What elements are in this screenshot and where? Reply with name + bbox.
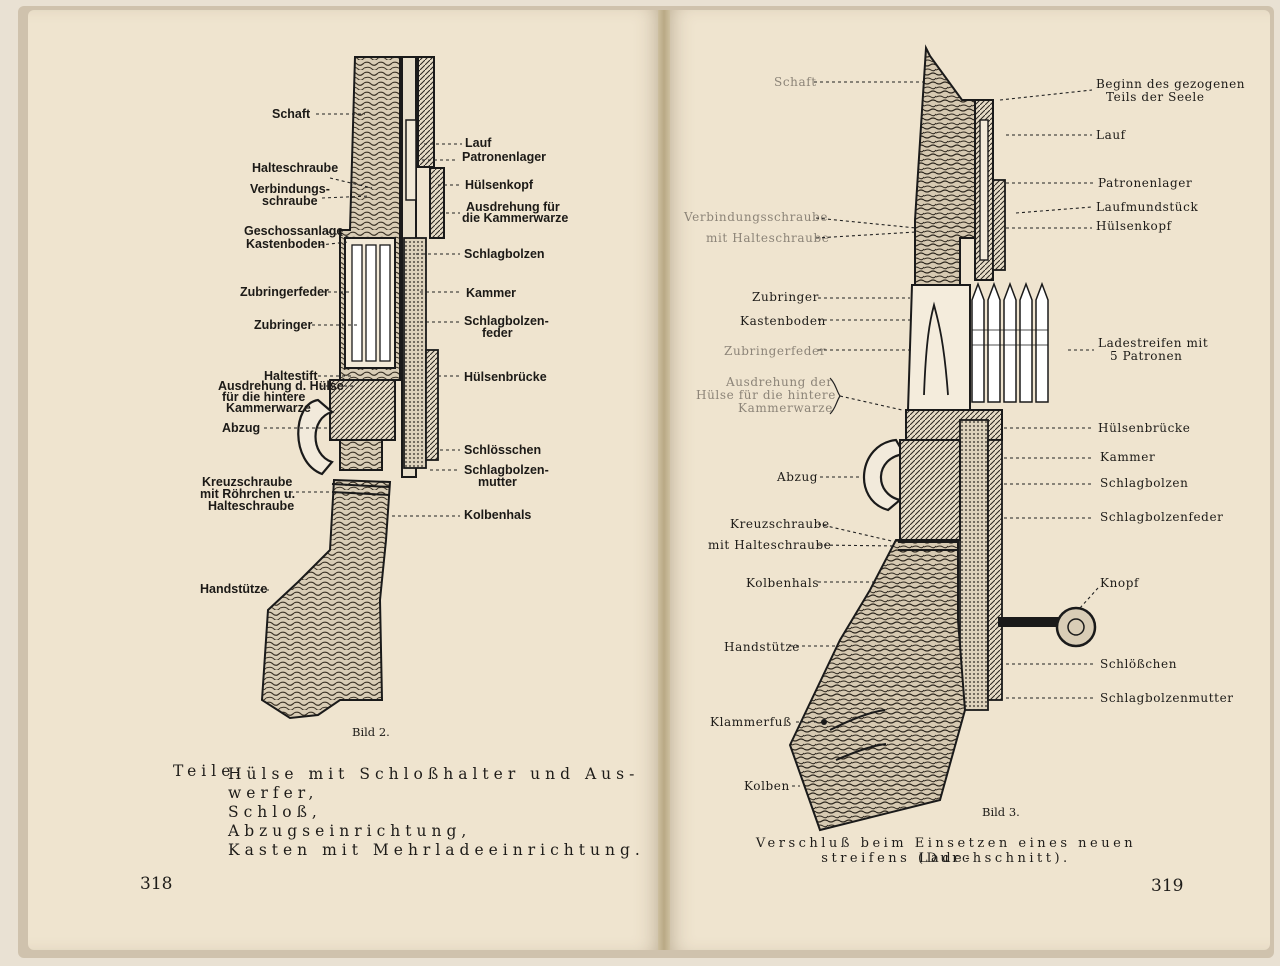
- label-lauf: Lauf: [465, 136, 492, 150]
- label-verbindungsschraube-1: Verbindungs-: [250, 182, 330, 196]
- label-zubringerfeder: Zubringerfeder: [240, 285, 329, 299]
- label-laufmundstueck-right: Laufmundstück: [1096, 200, 1198, 214]
- teile-line-2: werfer,: [228, 784, 319, 802]
- label-patronenlager-right: Patronenlager: [1098, 176, 1192, 190]
- label-schaft: Schaft: [272, 107, 311, 121]
- label-ausdrehung-kammerwarze-1: Ausdrehung für: [466, 200, 560, 214]
- label-huelsenkopf-right: Hülsenkopf: [1096, 219, 1173, 233]
- label-ausdrehung-right-3: Kammerwarze: [738, 401, 833, 415]
- teile-line-3: Schloß,: [228, 803, 322, 821]
- label-schlagbolzenmutter-2: mutter: [478, 475, 517, 489]
- label-kolben-right: Kolben: [744, 779, 790, 793]
- cartridges: [971, 281, 1049, 403]
- label-patronenlager: Patronenlager: [462, 150, 546, 164]
- label-huelsenbruecke-right: Hülsenbrücke: [1098, 421, 1190, 435]
- label-schlagbolzenfeder-1: Schlagbolzen-: [464, 314, 549, 328]
- label-ausdrehung-1: Ausdrehung d. Hülse: [218, 379, 344, 393]
- book-gutter: [658, 10, 670, 950]
- left-figure-labels: Schaft Halteschraube Verbindungs- schrau…: [200, 107, 568, 739]
- label-huelsenkopf: Hülsenkopf: [465, 178, 534, 192]
- label-kastenboden: Kastenboden: [246, 237, 325, 251]
- right-caption-line-2: streifens (Durchschnitt).: [821, 851, 1071, 866]
- label-kreuzschraube-1: Kreuzschraube: [202, 475, 292, 489]
- label-schloesschen: Schlösschen: [464, 443, 541, 457]
- label-schlagbolzenfeder-right: Schlagbolzenfeder: [1100, 510, 1224, 524]
- label-schlagbolzenmutter-right: Schlagbolzenmutter: [1100, 691, 1234, 705]
- label-handstuetze-right: Handstütze: [724, 640, 800, 654]
- label-kreuzschraube-2: mit Röhrchen u.: [200, 487, 295, 501]
- label-abzug-right: Abzug: [776, 470, 818, 484]
- label-kastenboden-right: Kastenboden: [740, 314, 826, 328]
- right-figure-labels: Schaft Verbindungsschraube mit Halteschr…: [683, 75, 1245, 819]
- label-schlagbolzenmutter-1: Schlagbolzen-: [464, 463, 549, 477]
- teile-label: Teile:: [173, 762, 246, 780]
- right-caption-line-1: Verschluß beim Einsetzen eines neuen Lad…: [755, 836, 1137, 866]
- label-verbindungsschraube-right: Verbindungsschraube: [683, 210, 828, 224]
- rifle-cross-section-right: [788, 44, 1097, 832]
- label-ausdrehung-3: Kammerwarze: [226, 401, 311, 415]
- label-mit-halteschraube-right: mit Halteschraube: [706, 231, 829, 245]
- label-kammer: Kammer: [466, 286, 516, 300]
- teile-line-1: Hülse mit Schloßhalter und Aus-: [228, 765, 640, 783]
- label-kreuzschraube-3: Halteschraube: [208, 499, 294, 513]
- label-schlagbolzen-right: Schlagbolzen: [1100, 476, 1188, 490]
- label-klammerfuss-right: Klammerfuß: [710, 715, 792, 729]
- label-ladestreifen-1: Ladestreifen mit: [1098, 336, 1208, 350]
- label-halteschraube: Halteschraube: [252, 161, 338, 175]
- label-schaft-right: Schaft: [774, 75, 817, 89]
- label-kammer-right: Kammer: [1100, 450, 1155, 464]
- label-ausdrehung-kammerwarze-2: die Kammerwarze: [462, 211, 568, 225]
- label-kolbenhals-right: Kolbenhals: [746, 576, 819, 590]
- label-lauf-right: Lauf: [1096, 128, 1127, 142]
- teile-line-5: Kasten mit Mehrladeeinrichtung.: [228, 841, 645, 859]
- right-page-number: 319: [1151, 876, 1184, 896]
- label-beginn-2: Teils der Seele: [1106, 90, 1205, 104]
- label-kreuzschraube-mit-right: mit Halteschraube: [708, 538, 831, 552]
- label-huelsenbruecke: Hülsenbrücke: [464, 370, 547, 384]
- right-figure-caption: Bild 3.: [982, 805, 1020, 819]
- left-figure-caption: Bild 2.: [352, 725, 390, 739]
- label-zubringer-right: Zubringer: [752, 290, 819, 304]
- label-kreuzschraube-right: Kreuzschraube: [730, 517, 830, 531]
- label-handstuetze: Handstütze: [200, 582, 267, 596]
- teile-line-4: Abzugseinrichtung,: [228, 822, 472, 840]
- label-zubringer: Zubringer: [254, 318, 312, 332]
- label-ladestreifen-2: 5 Patronen: [1110, 349, 1182, 363]
- label-ausdrehung-right-2: Hülse für die hintere: [696, 388, 836, 402]
- label-ausdrehung-2: für die hintere: [222, 390, 305, 404]
- label-abzug: Abzug: [222, 421, 260, 435]
- label-haltestift: Haltestift: [264, 369, 318, 383]
- label-schlagbolzenfeder-2: feder: [482, 326, 513, 340]
- label-schlagbolzen: Schlagbolzen: [464, 247, 545, 261]
- left-page-number: 318: [140, 874, 173, 894]
- label-schloesschen-right: Schlößchen: [1100, 657, 1177, 671]
- label-kolbenhals: Kolbenhals: [464, 508, 531, 522]
- label-verbindungsschraube-2: schraube: [262, 194, 318, 208]
- label-zubringerfeder-right: Zubringerfeder: [724, 344, 826, 358]
- label-beginn-1: Beginn des gezogenen: [1096, 77, 1245, 91]
- rifle-cross-section-left: [260, 56, 445, 720]
- label-ausdrehung-right-1: Ausdrehung der: [725, 375, 833, 389]
- label-knopf-right: Knopf: [1100, 576, 1140, 590]
- label-geschossanlage: Geschossanlage: [244, 224, 343, 238]
